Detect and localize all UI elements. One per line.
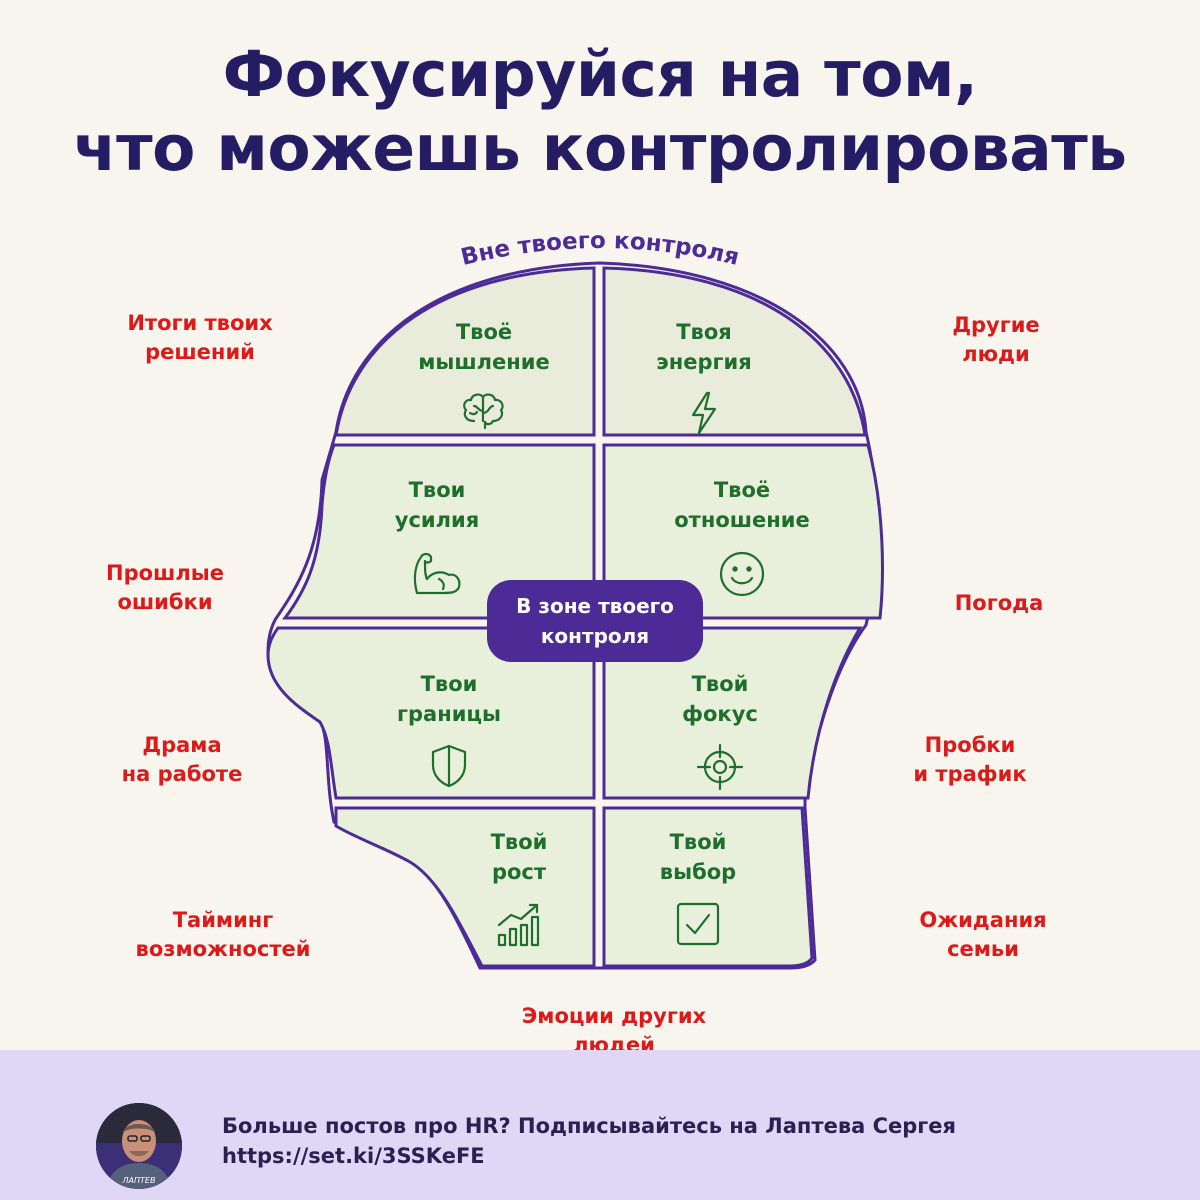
zone-boundaries: Твои границы (339, 669, 559, 789)
zone-efforts-line1: Твои (408, 478, 466, 502)
zone-efforts: Твои усилия (327, 475, 547, 597)
zone-cell-boundaries (266, 626, 596, 800)
zone-choice-line1: Твой (669, 830, 727, 854)
zone-attitude-line2: отношение (674, 508, 810, 532)
zone-energy-line2: энергия (656, 350, 752, 374)
zone-efforts-line2: усилия (394, 508, 480, 532)
outside-item-line1: Итоги твоих (127, 311, 273, 335)
outside-item-line2: семьи (947, 937, 1019, 961)
zone-boundaries-line1: Твои (420, 672, 478, 696)
outside-item-work-drama: Драма на работе (62, 731, 302, 789)
zone-choice-line2: выбор (659, 860, 737, 884)
zone-thinking: Твоё мышление (374, 317, 594, 431)
zone-cell-choice (602, 806, 814, 968)
footer-cta: Больше постов про HR? Подписывайтесь на … (222, 1114, 956, 1138)
outside-item-opportunity-timing: Тайминг возможностей (103, 906, 343, 964)
target-icon (696, 743, 744, 791)
author-photo: ЛАПТЕВ (96, 1103, 182, 1189)
avatar-caption: ЛАПТЕВ (122, 1176, 156, 1185)
footer-link[interactable]: https://set.ki/3SSKeFE (222, 1144, 485, 1168)
outside-item-traffic: Пробки и трафик (850, 731, 1090, 789)
flexed-bicep-icon (413, 552, 461, 595)
brain-icon (463, 393, 504, 430)
page-title: Фокусируйся на том, что можешь контролир… (0, 38, 1200, 186)
outside-item-line2: решений (145, 340, 255, 364)
zone-energy: Твоя энергия (594, 317, 814, 435)
outside-item-line1: Другие (952, 313, 1040, 337)
shield-icon (431, 744, 467, 788)
zone-cell-growth (334, 806, 596, 968)
in-control-line1: В зоне твоего (516, 594, 674, 618)
author-avatar[interactable]: ЛАПТЕВ (96, 1103, 182, 1189)
zone-attitude-line1: Твоё (713, 478, 771, 502)
outside-item-line2: ошибки (117, 590, 213, 614)
outside-item-family-expectations: Ожидания семьи (863, 906, 1103, 964)
footer-banner (0, 1050, 1200, 1200)
outside-item-line2: и трафик (913, 762, 1027, 786)
zone-growth-line1: Твой (490, 830, 548, 854)
zone-choice: Твой выбор (588, 827, 808, 947)
outside-item-line1: Прошлые (106, 561, 224, 585)
zone-cell-efforts (282, 443, 596, 620)
footer-text: Больше постов про HR? Подписывайтесь на … (222, 1111, 956, 1171)
zone-cell-energy (602, 266, 867, 437)
outside-item-line2: люди (962, 342, 1030, 366)
zone-focus: Твой фокус (610, 669, 830, 791)
outside-item-weather: Погода (879, 589, 1119, 618)
smiley-icon (719, 551, 765, 597)
outside-item-line2: на работе (121, 762, 243, 786)
lightning-icon (691, 391, 717, 435)
in-control-line2: контроля (540, 624, 650, 648)
zone-thinking-line1: Твоё (455, 320, 513, 344)
outside-item-line1: Погода (954, 591, 1044, 615)
outside-item-past-mistakes: Прошлые ошибки (45, 559, 285, 617)
zone-energy-line1: Твоя (676, 320, 732, 344)
outside-item-line1: Пробки (924, 733, 1016, 757)
outside-item-decision-results: Итоги твоих решений (80, 309, 320, 367)
outside-item-line1: Ожидания (919, 908, 1047, 932)
zone-cell-thinking (334, 266, 596, 437)
zone-growth: Твой рост (409, 827, 629, 947)
in-control-badge: В зоне твоего контроля (487, 580, 703, 662)
outside-item-line1: Тайминг (172, 908, 274, 932)
title-line-1: Фокусируйся на том, (222, 38, 978, 111)
outside-item-line1: Эмоции других (521, 1004, 707, 1028)
outside-item-line2: возможностей (135, 937, 311, 961)
zone-cell-attitude (602, 443, 884, 620)
outside-item-other-people: Другие люди (876, 311, 1116, 369)
growth-chart-icon (497, 903, 540, 947)
checkbox-icon (676, 902, 720, 946)
title-line-2: что можешь контролировать (73, 112, 1127, 185)
zone-focus-line1: Твой (691, 672, 749, 696)
zone-focus-line2: фокус (682, 702, 758, 726)
zone-boundaries-line2: границы (397, 702, 501, 726)
zone-growth-line2: рост (491, 860, 547, 884)
zone-thinking-line2: мышление (418, 350, 550, 374)
zone-attitude: Твоё отношение (632, 475, 852, 599)
outside-item-line1: Драма (142, 733, 222, 757)
zone-cell-focus (602, 626, 863, 800)
